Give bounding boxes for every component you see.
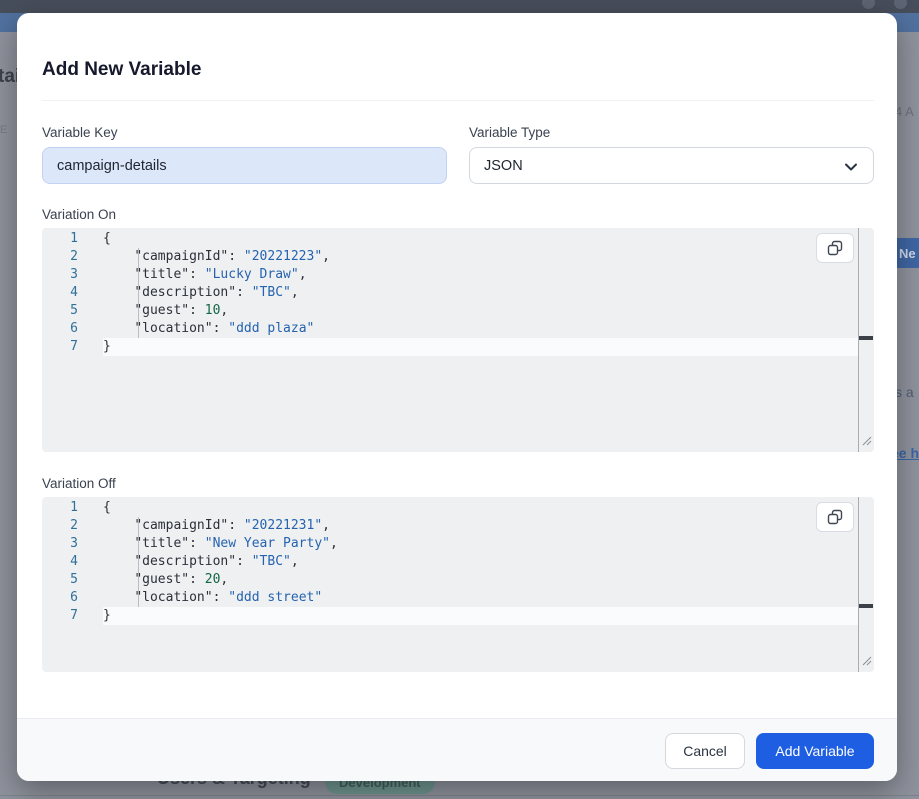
line-number: 7 <box>70 608 78 623</box>
variable-type-select[interactable]: JSON <box>469 147 874 184</box>
code-editor-variation-on[interactable]: 1{2 "campaignId": "20221223",3 "title": … <box>42 228 874 452</box>
code-text: "description": "TBC", <box>134 554 299 569</box>
line-number: 6 <box>70 590 78 605</box>
code-line[interactable]: 2 "campaignId": "20221231", <box>42 517 858 535</box>
indent-guide <box>138 517 139 607</box>
line-number: 1 <box>70 500 78 515</box>
line-number: 2 <box>70 518 78 533</box>
background-new-button-fragment: Ne <box>895 238 919 268</box>
variation-off-label: Variation Off <box>42 476 116 491</box>
code-editor-variation-off[interactable]: 1{2 "campaignId": "20221231",3 "title": … <box>42 497 874 672</box>
code-rows: 1{2 "campaignId": "20221223",3 "title": … <box>42 230 858 356</box>
background-label-fragment: E <box>0 124 9 136</box>
code-text: "title": "Lucky Draw", <box>134 267 307 282</box>
line-number: 5 <box>70 572 78 587</box>
scrollbar-thumb[interactable] <box>859 604 873 608</box>
avatar <box>894 0 907 9</box>
modal-footer: Cancel Add Variable <box>17 718 897 781</box>
code-text: "description": "TBC", <box>134 285 299 300</box>
resize-handle[interactable] <box>862 653 872 671</box>
variable-type-label: Variable Type <box>469 125 551 140</box>
line-number: 3 <box>70 267 78 282</box>
avatar <box>862 0 875 9</box>
active-line-highlight <box>103 338 858 356</box>
code-text: "campaignId": "20221223", <box>134 249 330 264</box>
code-line[interactable]: 3 "title": "New Year Party", <box>42 535 858 553</box>
modal-title: Add New Variable <box>42 59 202 80</box>
code-text: "guest": 10, <box>134 303 229 318</box>
variation-on-label: Variation On <box>42 207 117 222</box>
line-number: 1 <box>70 231 78 246</box>
code-line[interactable]: 2 "campaignId": "20221223", <box>42 248 858 266</box>
active-line-highlight <box>103 607 858 625</box>
code-text: { <box>103 500 111 515</box>
code-line[interactable]: 6 "location": "ddd street" <box>42 589 858 607</box>
background-text-fragment: s a <box>895 384 914 400</box>
indent-guide <box>138 248 139 338</box>
code-text: "campaignId": "20221231", <box>134 518 330 533</box>
line-number: 2 <box>70 249 78 264</box>
variable-key-input[interactable] <box>42 147 447 184</box>
code-line[interactable]: 5 "guest": 20, <box>42 571 858 589</box>
code-rows: 1{2 "campaignId": "20221231",3 "title": … <box>42 499 858 625</box>
variable-key-label: Variable Key <box>42 125 118 140</box>
code-line[interactable]: 1{ <box>42 499 858 517</box>
scrollbar-track <box>858 228 859 452</box>
add-variable-modal: Add New Variable Variable Key Variable T… <box>17 13 897 781</box>
scrollbar-track <box>858 497 859 672</box>
resize-handle[interactable] <box>862 433 872 451</box>
title-divider <box>42 100 874 101</box>
code-line[interactable]: 6 "location": "ddd plaza" <box>42 320 858 338</box>
line-number: 3 <box>70 536 78 551</box>
background-heading-fragment: tai <box>0 66 21 87</box>
code-line[interactable]: 7} <box>42 338 858 356</box>
code-text: "location": "ddd plaza" <box>134 321 315 336</box>
code-line[interactable]: 1{ <box>42 230 858 248</box>
variable-type-value: JSON <box>484 157 523 174</box>
background-divider <box>0 795 919 796</box>
copy-button[interactable] <box>816 502 854 532</box>
code-text: "location": "ddd street" <box>134 590 323 605</box>
scrollbar-thumb[interactable] <box>859 336 873 340</box>
line-number: 6 <box>70 321 78 336</box>
cancel-button[interactable]: Cancel <box>665 733 745 769</box>
chevron-down-icon <box>843 159 859 179</box>
background-date-fragment: 4 A <box>895 104 914 119</box>
code-line[interactable]: 7} <box>42 607 858 625</box>
line-number: 4 <box>70 554 78 569</box>
code-text: } <box>103 608 111 623</box>
background-navbar <box>0 0 919 13</box>
code-line[interactable]: 5 "guest": 10, <box>42 302 858 320</box>
code-text: "title": "New Year Party", <box>134 536 338 551</box>
line-number: 4 <box>70 285 78 300</box>
code-line[interactable]: 4 "description": "TBC", <box>42 553 858 571</box>
code-line[interactable]: 4 "description": "TBC", <box>42 284 858 302</box>
code-line[interactable]: 3 "title": "Lucky Draw", <box>42 266 858 284</box>
add-variable-button[interactable]: Add Variable <box>756 733 874 769</box>
code-text: { <box>103 231 111 246</box>
line-number: 5 <box>70 303 78 318</box>
code-text: "guest": 20, <box>134 572 229 587</box>
copy-button[interactable] <box>816 233 854 263</box>
background-link-fragment: ee h <box>891 445 919 461</box>
code-text: } <box>103 339 111 354</box>
line-number: 7 <box>70 339 78 354</box>
